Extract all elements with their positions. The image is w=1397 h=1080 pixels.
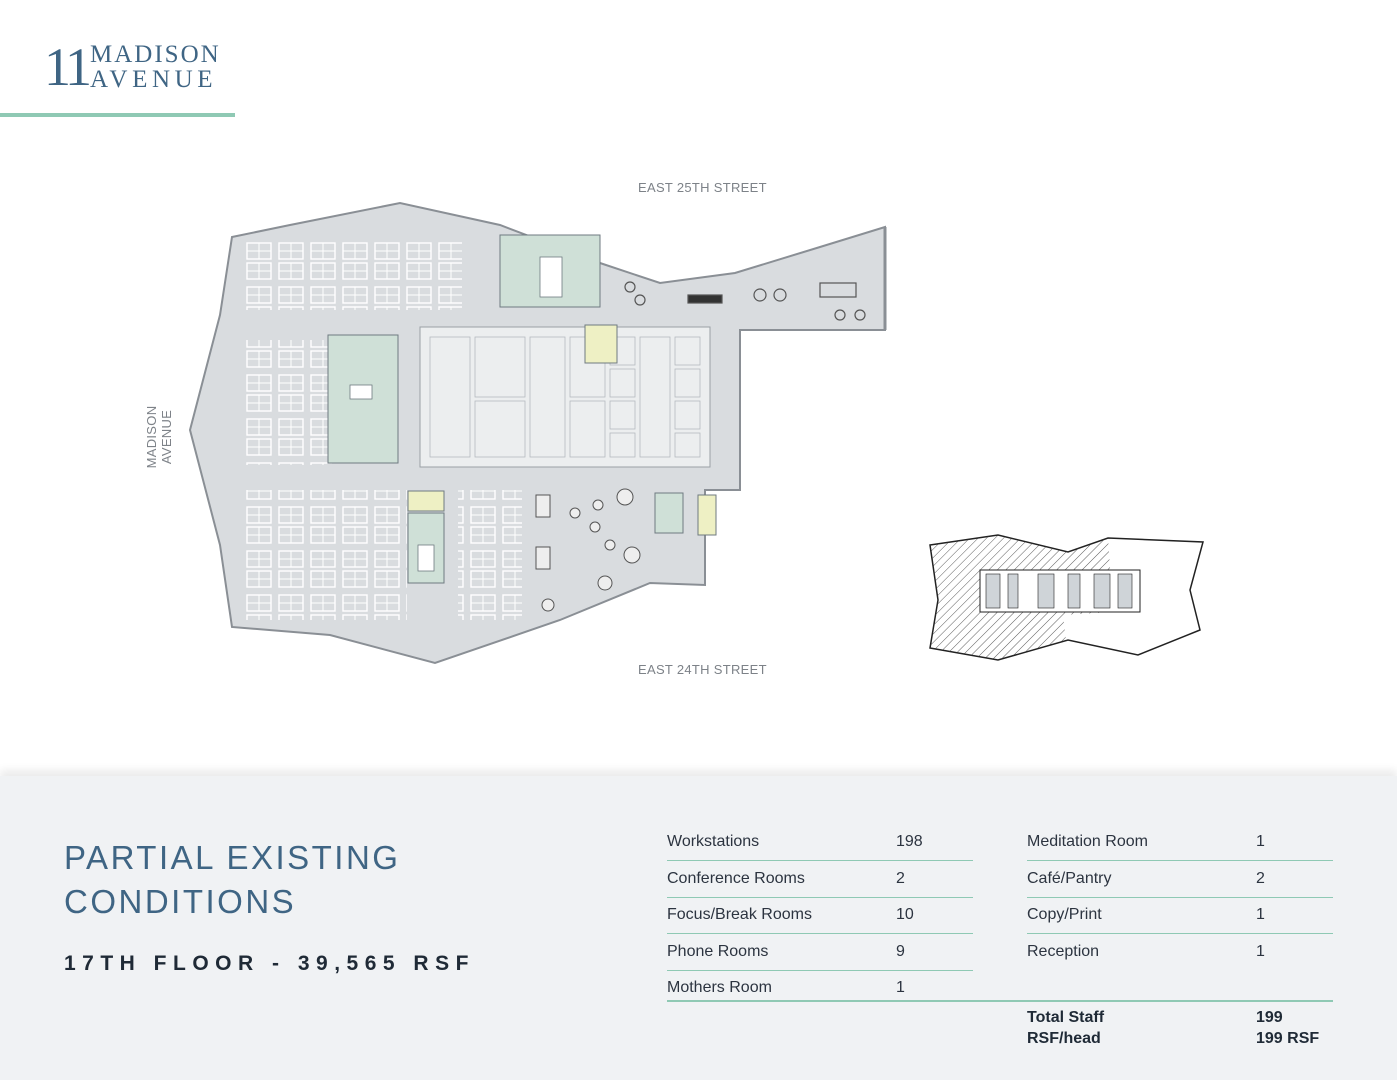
row-label: Mothers Room xyxy=(667,979,772,996)
row-label: Workstations xyxy=(667,833,760,850)
row-label: Reception xyxy=(1027,942,1100,960)
row-label: Meditation Room xyxy=(1027,833,1148,850)
floor-subtitle: 17TH FLOOR - 39,565 RSF xyxy=(64,952,475,975)
row-label: Café/Pantry xyxy=(1027,869,1112,887)
key-plan-drawing xyxy=(929,534,1204,661)
table-row: Copy/Print 1 xyxy=(1027,899,1333,934)
table-row: Reception 1 xyxy=(1027,936,1333,970)
street-label-south: EAST 24TH STREET xyxy=(638,662,767,677)
row-value: 2 xyxy=(1256,869,1265,887)
floor-plan-drawing xyxy=(188,201,887,665)
logo-underline xyxy=(0,113,235,117)
table-row: Workstations 198 xyxy=(667,826,973,861)
row-label: Phone Rooms xyxy=(667,942,769,960)
workstation-cluster xyxy=(242,490,407,620)
info-panel xyxy=(0,776,1397,1080)
table-row: Conference Rooms 2 xyxy=(667,863,973,898)
page-title-line-2: CONDITIONS xyxy=(64,883,297,920)
row-value: 1 xyxy=(896,979,905,996)
building-logo: 11 MADISON AVENUE xyxy=(44,38,244,98)
totals-row: RSF/head 199 RSF xyxy=(1027,1021,1333,1047)
room-count-table-right: Meditation Room 1 Café/Pantry 2 Copy/Pri… xyxy=(1027,826,1333,971)
workstation-cluster xyxy=(242,240,462,310)
street-label-west: MADISON AVENUE xyxy=(144,405,174,469)
table-row: Meditation Room 1 xyxy=(1027,826,1333,861)
row-value: 1 xyxy=(1256,906,1265,923)
table-row: Café/Pantry 2 xyxy=(1027,863,1333,898)
row-value: 1 xyxy=(1256,833,1265,850)
workstation-cluster xyxy=(458,490,522,620)
row-label: Focus/Break Rooms xyxy=(667,906,812,923)
row-value: 9 xyxy=(896,942,905,960)
logo-number: 11 xyxy=(44,37,92,97)
page-title-line-1: PARTIAL EXISTING xyxy=(64,839,401,876)
logo-word-madison: MADISON xyxy=(90,41,221,68)
row-value: 198 xyxy=(896,833,923,850)
street-label-north: EAST 25TH STREET xyxy=(638,180,767,195)
key-plan-core xyxy=(979,569,1141,613)
row-value: 2 xyxy=(896,869,905,887)
totals-block: Total Staff 199 RSF/head 199 RSF xyxy=(1027,1000,1333,1047)
totals-label: Total Staff xyxy=(1027,1009,1105,1026)
totals-value: 199 RSF xyxy=(1256,1030,1320,1047)
room-count-table-left: Workstations 198 Conference Rooms 2 Focu… xyxy=(667,826,973,1008)
table-row: Phone Rooms 9 xyxy=(667,936,973,971)
workstation-cluster xyxy=(242,340,332,465)
row-value: 1 xyxy=(1256,942,1265,960)
totals-value: 199 xyxy=(1256,1009,1283,1026)
totals-label: RSF/head xyxy=(1027,1030,1101,1047)
totals-row: Total Staff 199 xyxy=(1027,1000,1333,1026)
row-value: 10 xyxy=(896,906,914,923)
row-label: Copy/Print xyxy=(1027,906,1102,923)
table-row: Mothers Room 1 xyxy=(667,972,973,1006)
totals-divider xyxy=(667,1000,1333,1002)
page-title: PARTIAL EXISTING CONDITIONS xyxy=(64,836,400,924)
table-row: Focus/Break Rooms 10 xyxy=(667,899,973,934)
logo-word-avenue: AVENUE xyxy=(90,66,218,93)
row-label: Conference Rooms xyxy=(667,869,805,887)
